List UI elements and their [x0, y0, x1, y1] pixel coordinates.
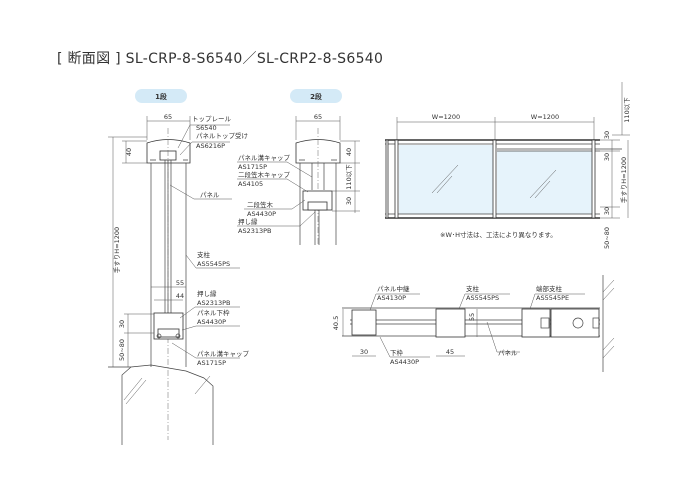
label-cap: パネル溝キャップ — [197, 349, 250, 358]
s1-post-dim: 55 — [176, 279, 184, 287]
elev-dim-gap: 110以下 — [623, 97, 631, 123]
plan-label-frame: 下枠 — [390, 348, 404, 357]
s1-width-dim: 65 — [164, 113, 172, 121]
s1-height-dim: 手すりH=1200 — [112, 227, 121, 273]
label-frame: パネル下枠 — [197, 308, 230, 317]
s2-width-dim: 65 — [314, 113, 322, 121]
s2-label-rail-cap-code: AS4105 — [238, 180, 263, 188]
plan-label-post: 支柱 — [466, 284, 480, 293]
glass-panel-1 — [399, 145, 493, 214]
plan-dim-405: 40.5 — [332, 316, 340, 330]
label-panel: パネル — [200, 191, 220, 199]
label-frame-code: AS4430P — [197, 318, 226, 326]
pill-1dan-label: 1段 — [155, 92, 167, 101]
plan-label-frame-code: AS4430P — [390, 358, 419, 366]
s2-label-rail: 二段笠木 — [247, 200, 274, 209]
s2-label-rail-cap: 二段笠木キャップ — [238, 170, 291, 179]
s1-rail-height-dim: 40 — [125, 148, 133, 156]
s2-label-cap-code: AS1715P — [238, 163, 267, 171]
page-title: [ 断面図 ] SL-CRP-8-S6540／SL-CRP2-8-S6540 — [57, 51, 384, 67]
post — [435, 308, 466, 338]
s2-label-bead-code: AS2313PB — [238, 227, 272, 235]
plan-label-panel: パネル — [498, 349, 518, 357]
s2-label-rail-code: AS4430P — [247, 210, 276, 218]
s2-label-cap: パネル溝キャップ — [238, 153, 291, 162]
plan-label-joint-code: AS4130P — [377, 294, 406, 302]
label-top-rail-code: S6540 — [196, 124, 217, 132]
plan-label-joint: パネル中継 — [377, 284, 410, 293]
label-post-code: AS5545PS — [197, 260, 230, 268]
plan-label-end-post-code: AS5545PE — [536, 294, 569, 302]
panel-joint — [351, 309, 377, 336]
label-top-rail: トップレール — [192, 115, 232, 123]
plan-dim-45: 45 — [446, 348, 454, 356]
plan-label-post-code: AS5545PS — [466, 294, 499, 302]
pill-2dan — [290, 89, 342, 103]
s2-label-bead: 押し縁 — [238, 217, 258, 226]
plan-dim-55: 55 — [468, 313, 476, 321]
elev-dim-bottom: 50~80 — [603, 227, 611, 249]
plan-dim-30: 30 — [360, 348, 368, 356]
s2-gap-dim: 110以下 — [345, 164, 353, 190]
plan-view: 40.5 30 45 55 パネル中継 AS4130P 支柱 AS5545PS … — [332, 275, 615, 372]
plan-label-end-post: 端部支柱 — [536, 284, 563, 293]
label-post: 支柱 — [197, 250, 211, 259]
label-cap-code: AS1715P — [197, 359, 226, 367]
elev-w1: W=1200 — [432, 113, 460, 121]
end-post — [521, 308, 551, 338]
section-1: 1段 65 40 手すりH=1200 — [108, 89, 250, 445]
elev-dim-h: 手すりH=1200 — [619, 157, 628, 203]
section-2: 2段 65 40 110以下 30 — [237, 89, 360, 245]
pill-1dan — [135, 89, 187, 103]
s1-bottom-dim: 30 — [118, 320, 126, 328]
elev-note: ※W･H寸法は、工法により異なります。 — [440, 230, 557, 239]
pill-2dan-label: 2段 — [310, 92, 322, 101]
s1-frame-dim: 44 — [176, 292, 184, 300]
s1-gap-dim: 50~80 — [118, 339, 126, 361]
elev-dim-30c: 30 — [603, 207, 611, 215]
label-panel-top-code: AS6216P — [196, 142, 225, 150]
label-panel-top: パネルトップ受け — [196, 131, 248, 140]
elevation: W=1200 W=1200 110以下 30 30 — [385, 82, 631, 249]
s2-rail-height-dim: 40 — [345, 148, 353, 156]
label-bead-code: AS2313PB — [197, 299, 231, 307]
s2-lower-dim: 30 — [345, 197, 353, 205]
elev-dim-top30: 30 — [603, 131, 611, 139]
elev-w2: W=1200 — [531, 113, 559, 121]
elev-dim-30b: 30 — [603, 153, 611, 161]
label-bead: 押し縁 — [197, 289, 217, 298]
